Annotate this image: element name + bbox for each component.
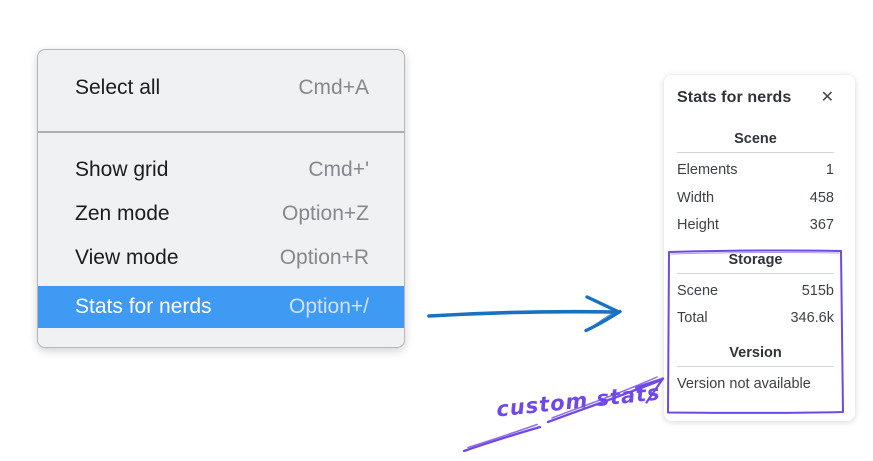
section-heading: Scene <box>734 131 777 147</box>
menu-item-view-mode[interactable]: View mode Option+R <box>38 236 404 280</box>
section-divider <box>677 272 834 274</box>
menu-item-zen-mode[interactable]: Zen mode Option+Z <box>38 192 404 236</box>
stat-row: Total 346.6k <box>677 305 834 333</box>
stats-section-storage: Storage Scene 515b Total 346.6k <box>677 252 834 333</box>
stats-panel: Stats for nerds ✕ Scene Elements 1 Width… <box>664 75 855 421</box>
stat-value: 367 <box>809 217 834 233</box>
menu-to-panel-arrow <box>427 295 622 333</box>
menu-item-label: View mode <box>75 246 179 269</box>
stats-section-scene: Scene Elements 1 Width 458 Height 367 <box>677 131 834 240</box>
menu-item-shortcut: Option+Z <box>282 202 369 225</box>
menu-item-shortcut: Cmd+A <box>298 76 369 99</box>
close-icon[interactable]: ✕ <box>820 89 834 106</box>
custom-stats-annotation-label: custom stats <box>495 380 662 422</box>
menu-item-shortcut: Cmd+' <box>308 158 369 181</box>
section-heading: Version <box>729 344 782 361</box>
stat-value: 515b <box>801 282 834 299</box>
menu-item-show-grid[interactable]: Show grid Cmd+' <box>38 148 404 192</box>
menu-item-stats-for-nerds[interactable]: Stats for nerds Option+/ <box>38 286 404 328</box>
stats-panel-header: Stats for nerds ✕ <box>677 87 834 109</box>
version-note: Version not available <box>677 375 811 392</box>
stat-value: 1 <box>825 162 834 178</box>
menu-item-label: Stats for nerds <box>75 295 212 318</box>
stat-value: 346.6k <box>790 310 834 326</box>
menu-item-label: Show grid <box>75 158 169 181</box>
menu-divider <box>38 131 404 133</box>
stat-label: Width <box>677 189 715 206</box>
menu-item-shortcut: Option+R <box>279 246 369 269</box>
section-heading: Storage <box>728 251 783 268</box>
menu-item-select-all[interactable]: Select all Cmd+A <box>38 66 404 110</box>
menu-item-shortcut: Option+/ <box>289 295 369 318</box>
stat-row: Scene 515b <box>677 278 834 306</box>
stats-section-version: Version Version not available <box>677 345 834 398</box>
stat-label: Scene <box>677 282 719 299</box>
stat-value: 458 <box>809 189 834 206</box>
menu-item-label: Zen mode <box>75 202 170 225</box>
section-divider <box>677 365 834 367</box>
stat-label: Height <box>677 217 719 233</box>
stat-row: Elements 1 <box>677 157 834 185</box>
stat-label: Total <box>677 310 708 326</box>
stats-panel-title: Stats for nerds <box>677 89 792 106</box>
stat-row: Height 367 <box>677 212 834 240</box>
section-divider <box>677 152 834 153</box>
context-menu: Select all Cmd+A Show grid Cmd+' Zen mod… <box>37 49 405 348</box>
menu-item-label: Select all <box>75 76 161 99</box>
stat-row: Width 458 <box>677 185 834 213</box>
stat-label: Elements <box>677 162 738 178</box>
